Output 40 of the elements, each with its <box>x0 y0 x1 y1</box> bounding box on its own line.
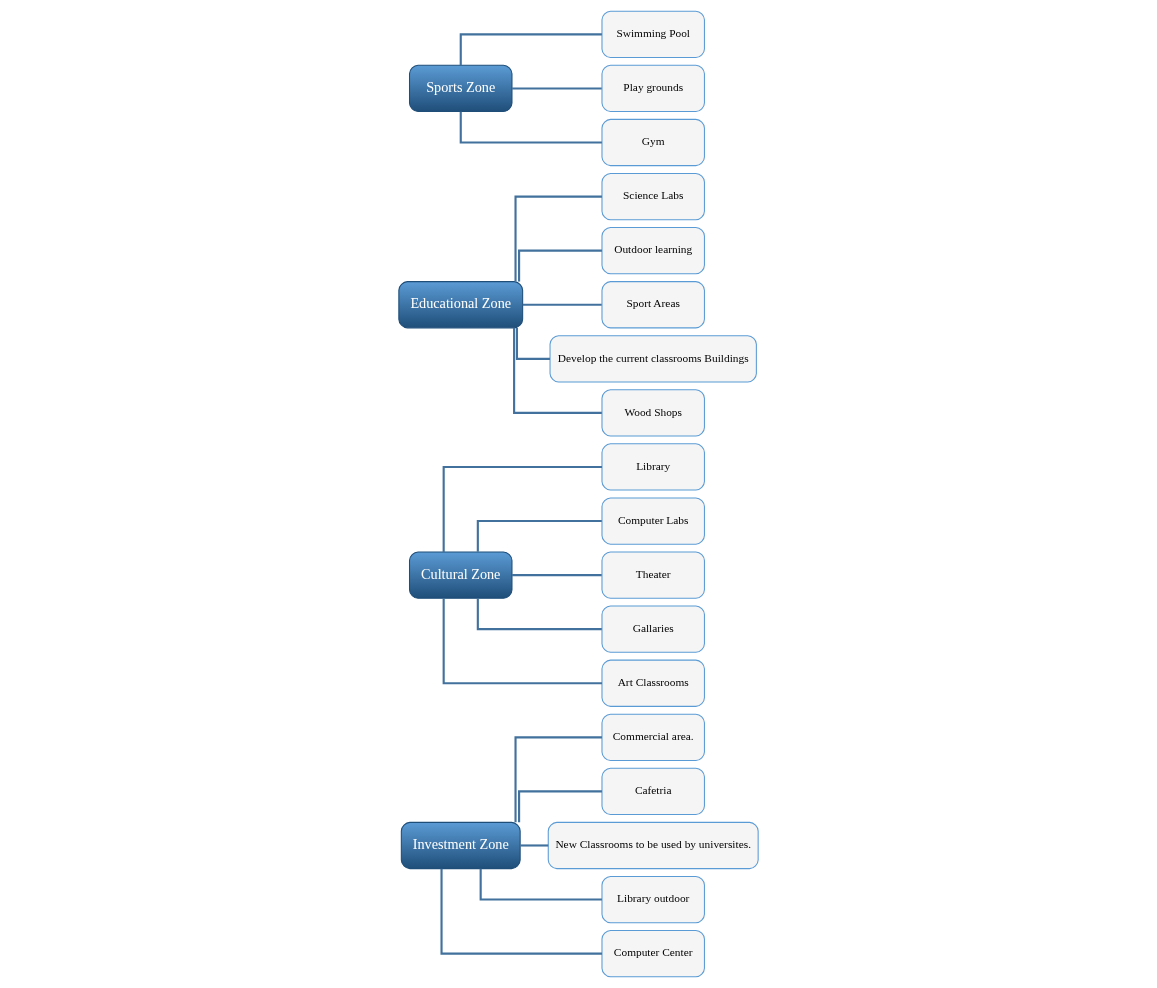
connector <box>513 327 602 414</box>
node-box: Sports Zone <box>409 64 513 113</box>
connector <box>459 111 602 144</box>
node-box: New Classrooms to be used by universites. <box>547 821 759 870</box>
node-box: Art Classrooms <box>601 659 705 707</box>
node-box: Play grounds <box>601 64 705 113</box>
connector <box>512 87 602 90</box>
connector <box>520 844 549 847</box>
node-box: Sport Areas <box>601 281 705 329</box>
node-box: Develop the current classrooms Buildings <box>549 335 757 383</box>
connector <box>515 328 550 360</box>
connector <box>514 736 602 823</box>
node-box: Gallaries <box>601 605 705 653</box>
connector <box>514 195 602 282</box>
connector <box>440 868 602 955</box>
connector <box>442 598 602 685</box>
node-box: Swimming Pool <box>601 10 705 59</box>
node-box: Science Labs <box>601 172 705 221</box>
node-box: Cultural Zone <box>409 551 513 599</box>
node-box: Library <box>601 443 705 491</box>
node-box: Educational Zone <box>398 281 524 329</box>
connector <box>518 249 602 282</box>
connector <box>522 303 602 306</box>
connector <box>476 598 602 631</box>
connector <box>459 33 602 66</box>
node-box: Investment Zone <box>400 821 521 870</box>
connector <box>518 790 602 823</box>
connector <box>512 574 602 577</box>
node-box: Theater <box>601 551 705 599</box>
node-box: Computer Labs <box>601 497 705 545</box>
node-box: Commercial area. <box>601 713 705 761</box>
node-box: Cafetria <box>601 767 705 816</box>
node-box: Computer Center <box>601 929 705 978</box>
node-box: Gym <box>601 118 705 167</box>
node-box: Library outdoor <box>601 875 705 924</box>
connector <box>442 465 602 552</box>
node-box: Outdoor learning <box>601 227 705 275</box>
connector <box>476 519 602 552</box>
connector <box>479 868 602 901</box>
node-box: Wood Shops <box>601 389 705 437</box>
